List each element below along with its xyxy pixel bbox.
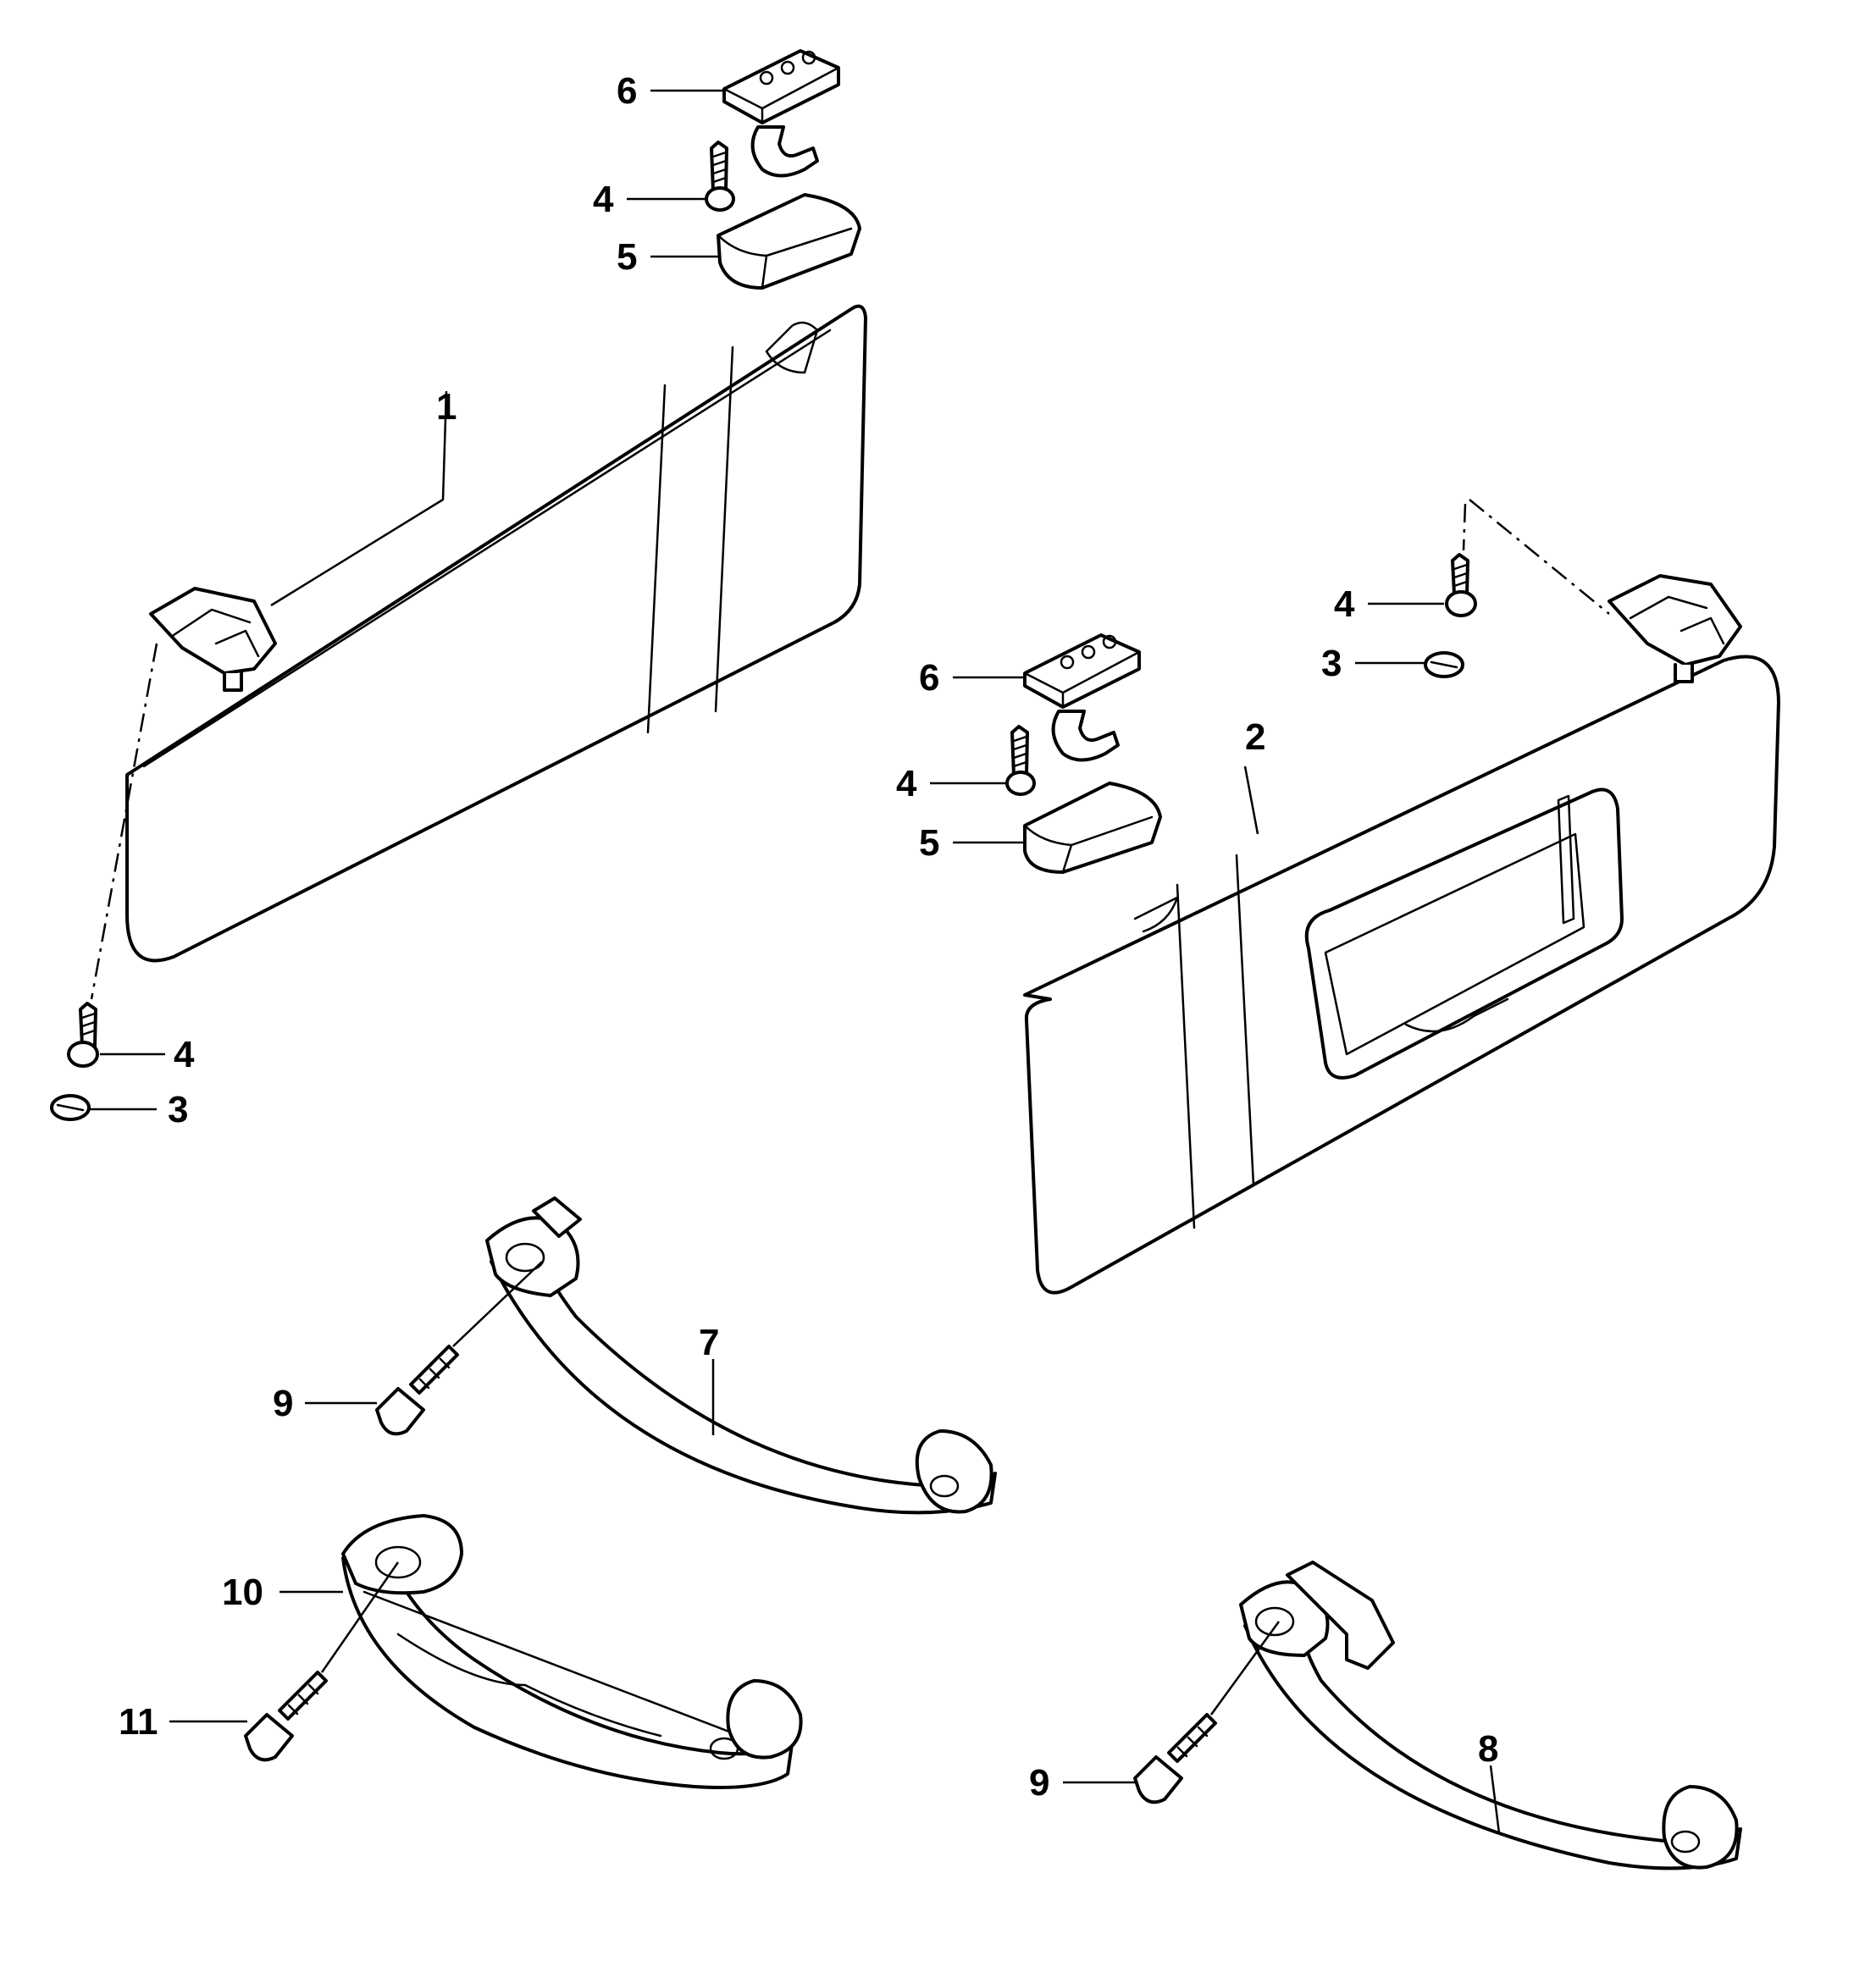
cap-3-right (1424, 651, 1464, 678)
cover-5-middle (1023, 782, 1162, 874)
screw-4-left (67, 1002, 99, 1068)
screw-4-middle (1005, 725, 1036, 796)
callout-4-top: 4 (593, 179, 614, 220)
insertion-line-11 (320, 1561, 400, 1673)
callout-3-left: 3 (168, 1089, 188, 1130)
insertion-line-9-right (1209, 1621, 1281, 1716)
screw-4-right (1445, 553, 1477, 617)
callout-7: 7 (699, 1322, 719, 1363)
visor-hinge-right (1608, 574, 1742, 683)
callout-1: 1 (436, 386, 457, 428)
assembly-line-left (90, 643, 158, 1000)
callout-5-middle: 5 (919, 822, 939, 864)
leader-lines (89, 89, 1501, 1834)
screw-11 (244, 1671, 328, 1762)
callout-3-right: 3 (1321, 643, 1342, 684)
callout-8: 8 (1478, 1728, 1498, 1770)
visor-clip-middle (1023, 633, 1141, 762)
callout-6-top: 6 (617, 70, 637, 112)
sun-visor-right (1023, 655, 1780, 1295)
callout-9-left: 9 (273, 1383, 293, 1424)
screw-9-left (375, 1345, 459, 1436)
assembly-line-right-b (1462, 503, 1467, 551)
cover-5-top (717, 193, 861, 290)
callout-11: 11 (119, 1701, 158, 1743)
callout-5-top: 5 (617, 236, 637, 278)
grab-handle-8 (1239, 1561, 1742, 1870)
callout-4-left: 4 (174, 1034, 195, 1075)
callout-9-right: 9 (1029, 1762, 1049, 1804)
callout-4-middle: 4 (896, 763, 917, 804)
visor-hinge-left (149, 587, 277, 692)
callout-6-middle: 6 (919, 657, 939, 699)
callout-4-right: 4 (1334, 583, 1355, 625)
cap-3-left (50, 1094, 91, 1121)
sun-visor-left (125, 304, 867, 963)
screw-9-right (1133, 1713, 1217, 1804)
grab-handle-10 (341, 1514, 803, 1789)
callout-10: 10 (222, 1572, 263, 1613)
insertion-line-9-left (452, 1261, 543, 1347)
screw-4-top (705, 141, 735, 212)
grab-handle-7 (485, 1196, 997, 1515)
visor-clip-top (722, 49, 840, 178)
assembly-line-right-a (1469, 499, 1610, 615)
callout-2: 2 (1245, 716, 1265, 758)
